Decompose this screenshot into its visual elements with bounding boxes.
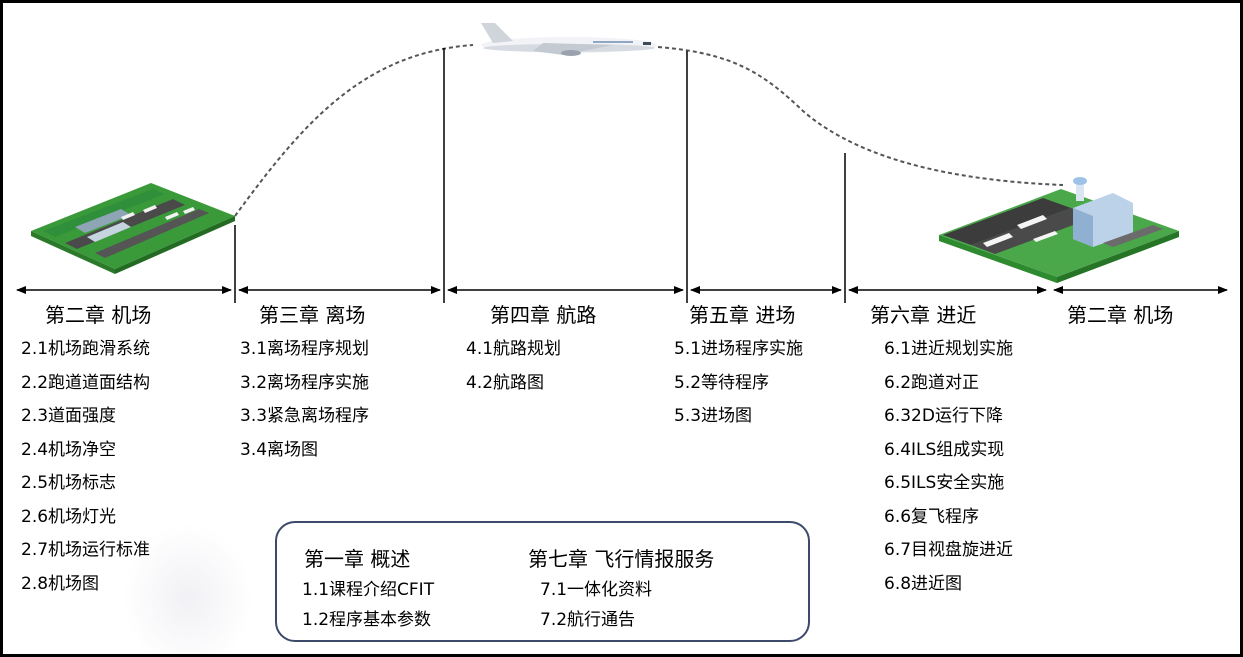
list-item: 2.5机场标志 <box>21 467 150 501</box>
list-item: 5.2等待程序 <box>674 367 803 401</box>
chapter-title-enroute: 第四章 航路 <box>490 299 596 328</box>
airport-left-icon <box>31 183 235 274</box>
list-item: 4.1航路规划 <box>466 333 561 367</box>
chapter-title-departure: 第三章 离场 <box>259 299 365 328</box>
overview-title-right: 第七章 飞行情报服务 <box>528 543 714 572</box>
chapter-airport-list: 2.1机场跑滑系统 2.2跑道道面结构 2.3道面强度 2.4机场净空 2.5机… <box>21 333 150 601</box>
overview-item: 7.2航行通告 <box>540 605 635 630</box>
list-item: 5.1进场程序实施 <box>674 333 803 367</box>
chapter-approach-list: 6.1进近规划实施 6.2跑道对正 6.32D运行下降 6.4ILS组成实现 6… <box>884 333 1013 601</box>
flight-path-top <box>658 47 1063 185</box>
list-item: 2.8机场图 <box>21 568 150 602</box>
overview-item: 1.1课程介绍CFIT <box>302 575 434 600</box>
overview-item: 7.1一体化资料 <box>540 575 652 600</box>
airport-right-icon <box>939 177 1179 283</box>
overview-box: 第一章 概述 1.1课程介绍CFIT 1.2程序基本参数 第七章 飞行情报服务 … <box>275 521 810 642</box>
list-item: 6.32D运行下降 <box>884 400 1013 434</box>
list-item: 6.2跑道对正 <box>884 367 1013 401</box>
airplane-icon <box>481 23 657 56</box>
flight-path <box>235 45 473 216</box>
chapter-departure-list: 3.1离场程序规划 3.2离场程序实施 3.3紧急离场程序 3.4离场图 <box>240 333 369 467</box>
list-item: 2.4机场净空 <box>21 434 150 468</box>
list-item: 6.4ILS组成实现 <box>884 434 1013 468</box>
list-item: 2.2跑道道面结构 <box>21 367 150 401</box>
overview-item: 1.2程序基本参数 <box>302 605 431 630</box>
list-item: 2.7机场运行标准 <box>21 534 150 568</box>
list-item: 6.8进近图 <box>884 568 1013 602</box>
chapter-title-airport: 第二章 机场 <box>45 299 151 328</box>
list-item: 2.3道面强度 <box>21 400 150 434</box>
chapter-arrival-list: 5.1进场程序实施 5.2等待程序 5.3进场图 <box>674 333 803 434</box>
chapter-enroute-list: 4.1航路规划 4.2航路图 <box>466 333 561 400</box>
chapter-title-approach: 第六章 进近 <box>870 299 976 328</box>
list-item: 3.3紧急离场程序 <box>240 400 369 434</box>
overview-title-left: 第一章 概述 <box>304 543 410 572</box>
list-item: 6.6复飞程序 <box>884 501 1013 535</box>
list-item: 6.7目视盘旋进近 <box>884 534 1013 568</box>
list-item: 6.1进近规划实施 <box>884 333 1013 367</box>
list-item: 2.6机场灯光 <box>21 501 150 535</box>
list-item: 3.2离场程序实施 <box>240 367 369 401</box>
list-item: 5.3进场图 <box>674 400 803 434</box>
list-item: 3.4离场图 <box>240 434 369 468</box>
list-item: 4.2航路图 <box>466 367 561 401</box>
chapter-title-arrival: 第五章 进场 <box>689 299 795 328</box>
list-item: 2.1机场跑滑系统 <box>21 333 150 367</box>
list-item: 6.5ILS安全实施 <box>884 467 1013 501</box>
chapter-title-airport-end: 第二章 机场 <box>1067 299 1173 328</box>
list-item: 3.1离场程序规划 <box>240 333 369 367</box>
